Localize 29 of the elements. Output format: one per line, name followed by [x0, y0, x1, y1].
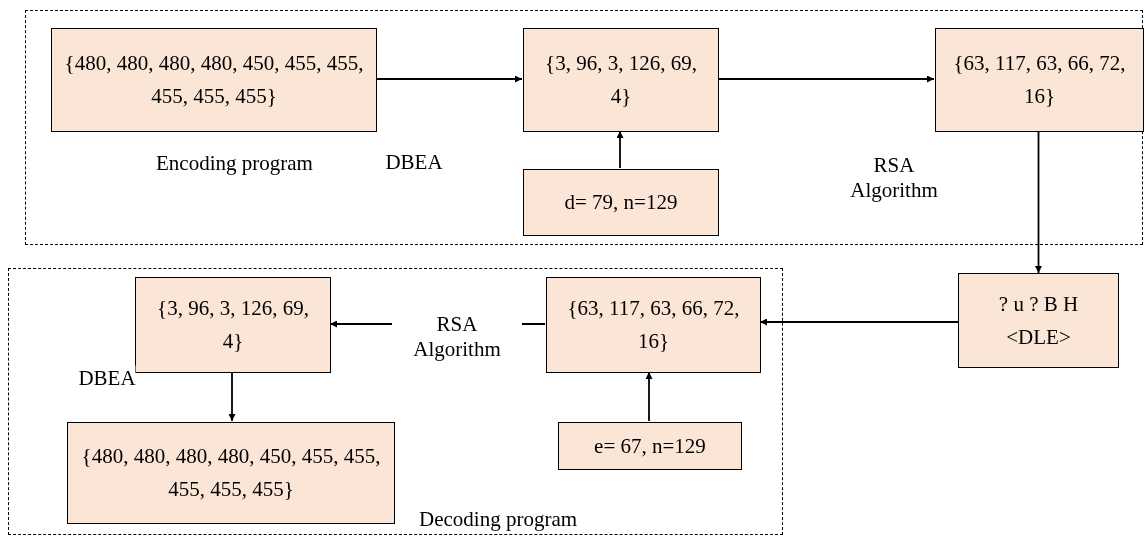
group-title: Encoding program — [156, 151, 313, 176]
process-box — [67, 422, 395, 524]
process-box — [135, 277, 331, 373]
dashed-group-frame — [8, 268, 783, 535]
box-text: {3, 96, 3, 126, 69, 4} — [156, 295, 310, 355]
arrow — [645, 371, 653, 422]
dashed-group-frame — [25, 10, 1143, 245]
box-text: e= 67, n=129 — [594, 432, 706, 460]
arrow — [375, 75, 523, 83]
process-box — [546, 277, 761, 373]
process-box — [958, 273, 1119, 368]
box-text: {63, 117, 63, 66, 72, 16} — [566, 295, 741, 355]
box-text: {480, 480, 480, 480, 450, 455, 455, 455, 455, 455} — [64, 50, 364, 110]
process-box — [51, 28, 377, 132]
process-box — [558, 422, 742, 470]
process-box — [523, 28, 719, 132]
process-box — [523, 169, 719, 236]
process-box — [935, 28, 1144, 132]
arrow — [1035, 130, 1042, 274]
box-text: {3, 96, 3, 126, 69, 4} — [544, 50, 698, 110]
box-text: ? u ? B H <DLE> — [997, 290, 1080, 351]
arrow — [616, 130, 624, 169]
box-text: {480, 480, 480, 480, 450, 455, 455, 455, 455, 455} — [80, 443, 382, 503]
arrow — [759, 318, 959, 326]
arrow — [717, 75, 935, 83]
arrow — [228, 371, 236, 422]
group-title: Decoding program — [419, 507, 578, 532]
box-text: {63, 117, 63, 66, 72, 16} — [952, 50, 1127, 110]
box-text: d= 79, n=129 — [564, 189, 678, 217]
